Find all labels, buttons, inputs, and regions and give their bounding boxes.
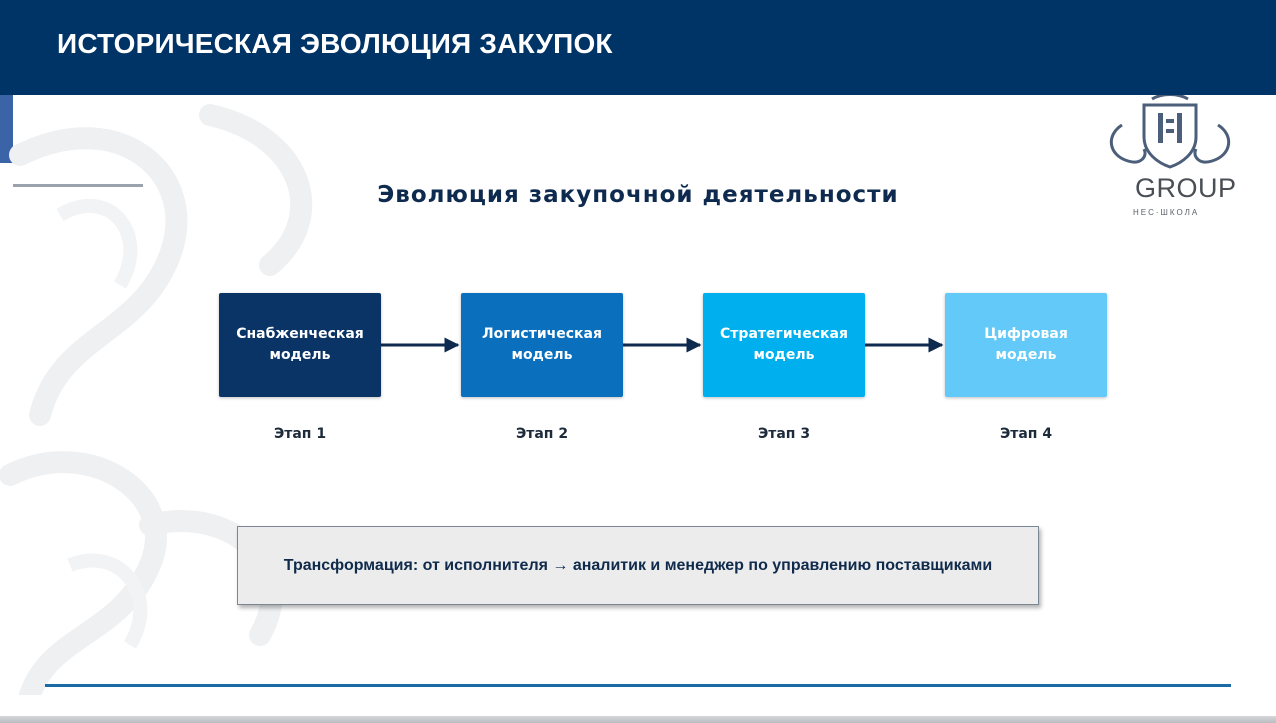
logo-subtitle: НЕС·ШКОЛА [1133, 208, 1200, 217]
company-logo: GROUP НЕС·ШКОЛА [1092, 95, 1276, 235]
stage-box-3: Стратегическая модель [703, 293, 865, 397]
logo-wordmark: GROUP [1135, 173, 1237, 203]
stage-box-4: Цифровая модель [945, 293, 1107, 397]
slide-title: ИСТОРИЧЕСКАЯ ЭВОЛЮЦИЯ ЗАКУПОК [57, 28, 613, 59]
stage-label-4: Этап 4 [999, 426, 1053, 442]
stage-box-1: Снабженческая модель [219, 293, 381, 397]
diagram-title: Эволюция закупочной деятельности [377, 182, 899, 208]
stage-label-2: Этап 2 [515, 426, 569, 442]
header-bar: ИСТОРИЧЕСКАЯ ЭВОЛЮЦИЯ ЗАКУПОК [0, 0, 1276, 95]
crest-icon [1110, 95, 1230, 169]
side-accent [0, 95, 13, 163]
callout-text: Трансформация: от исполнителя → аналитик… [283, 556, 993, 574]
bottom-edge [0, 716, 1276, 723]
stage-label-1: Этап 1 [273, 426, 327, 442]
footer-rule [45, 684, 1231, 687]
stage-label-3: Этап 3 [757, 426, 811, 442]
transformation-callout: Трансформация: от исполнителя → аналитик… [237, 526, 1039, 605]
stage-box-2: Логистическая модель [461, 293, 623, 397]
